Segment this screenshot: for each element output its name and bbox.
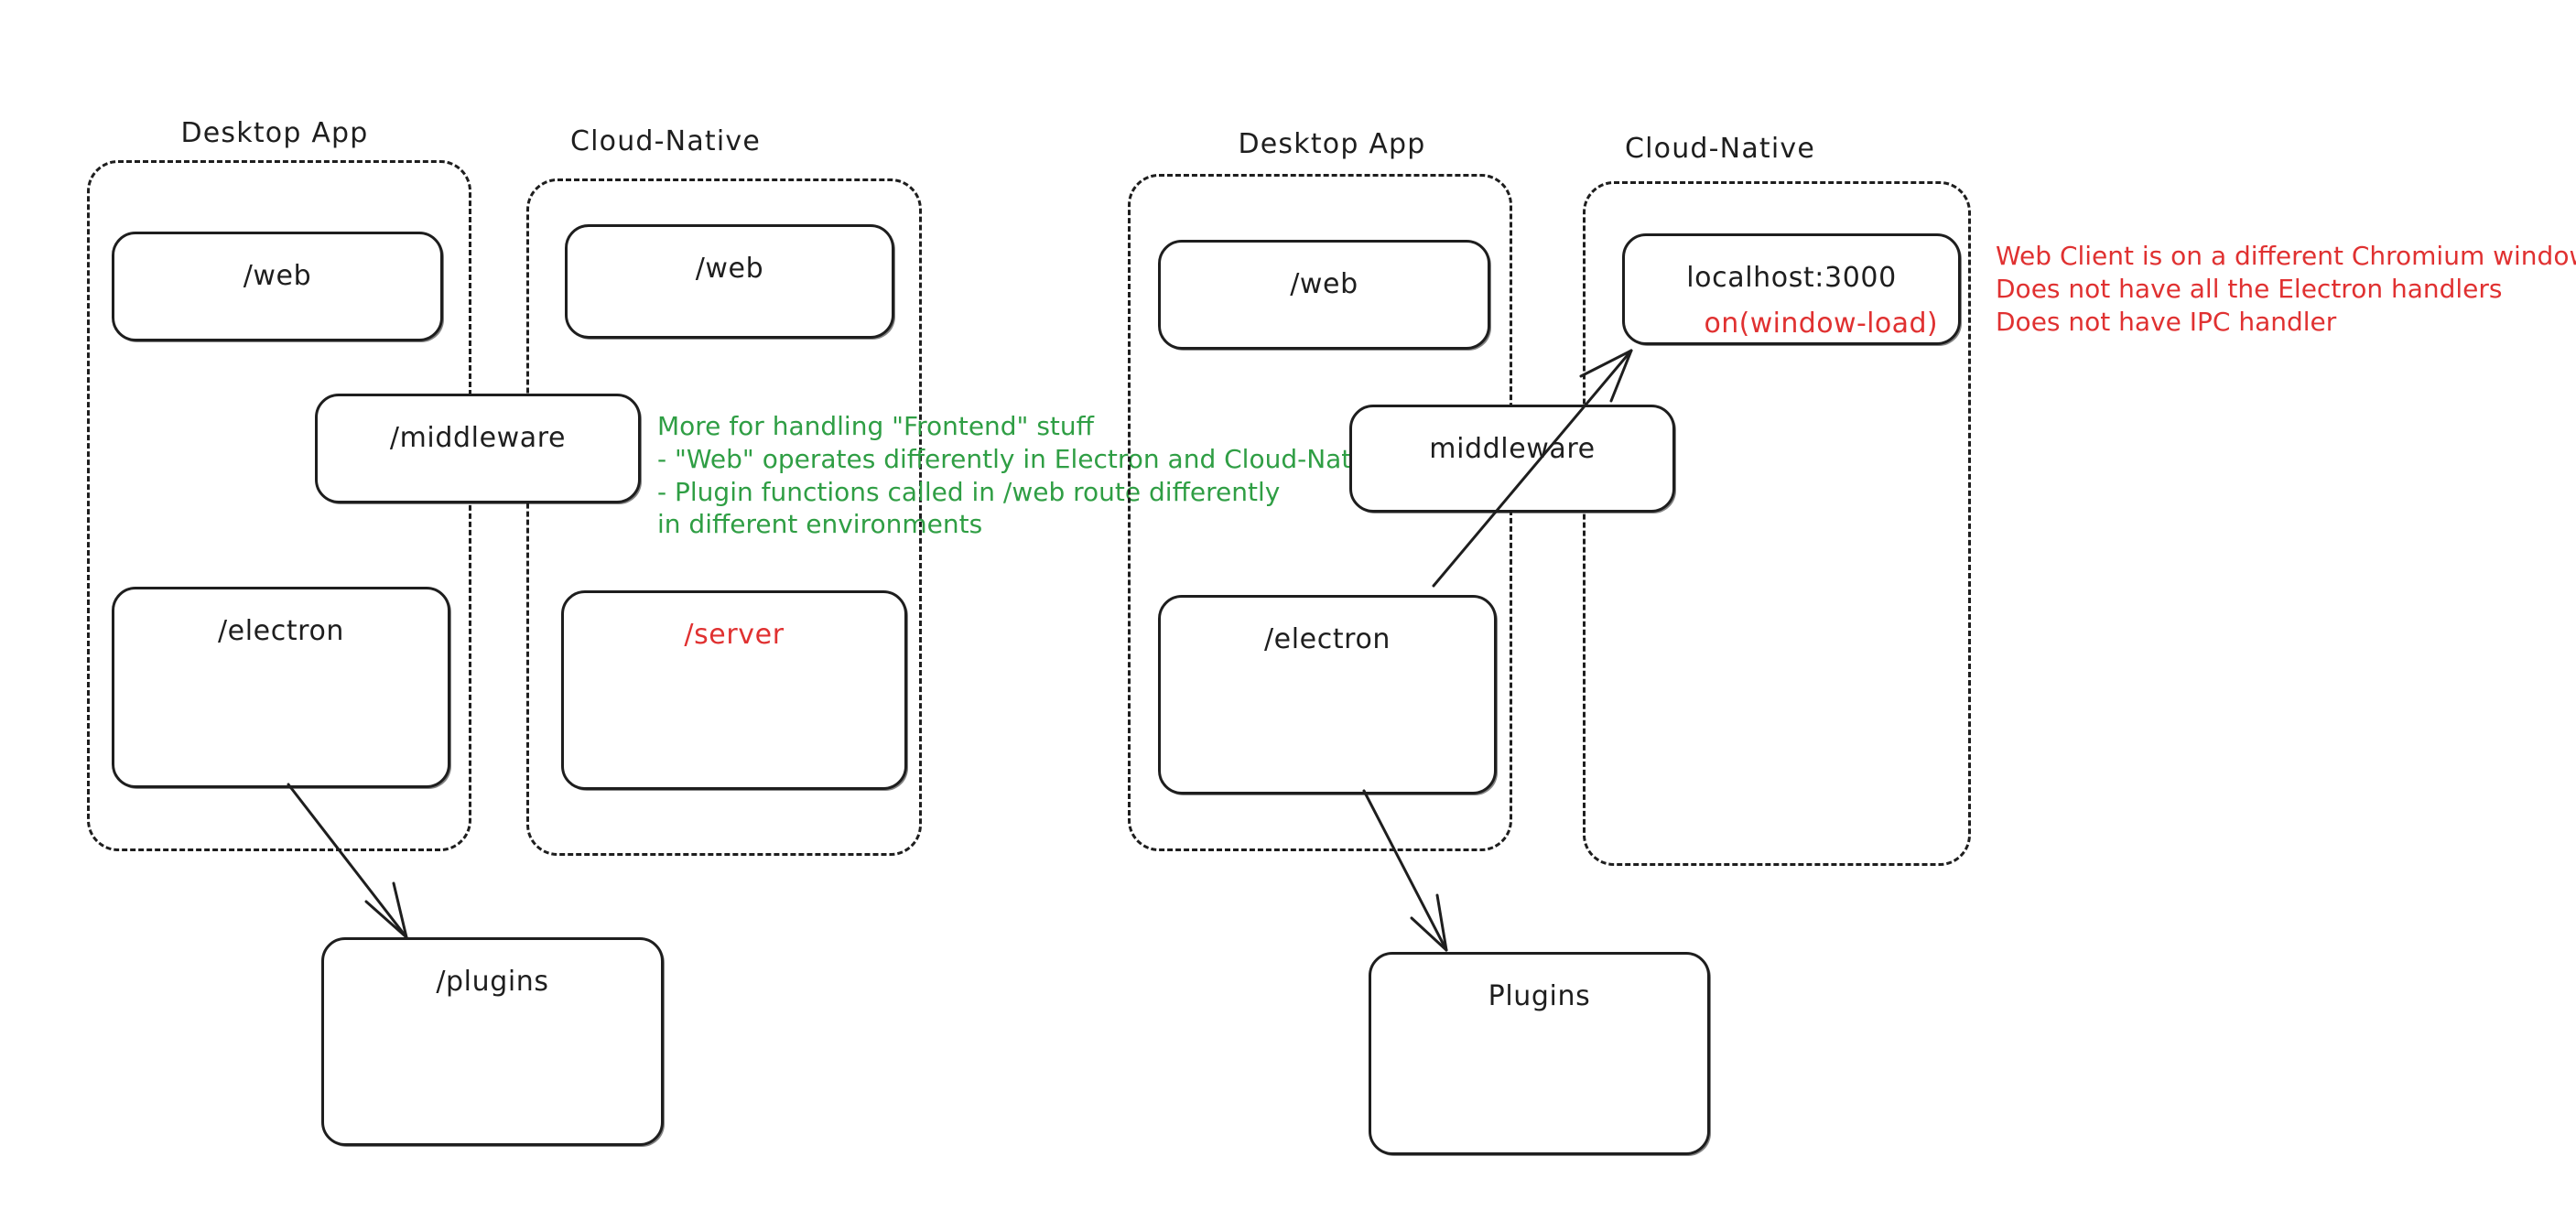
node-sublabel-on-window-load: on(window-load) <box>1704 308 1938 340</box>
node-label-middleware-right: middleware <box>1429 433 1596 465</box>
group-label-desktop-app-left: Desktop App <box>180 117 369 149</box>
node-middleware-right[interactable]: middleware <box>1349 405 1675 513</box>
node-label-electron-right: /electron <box>1263 623 1391 655</box>
node-electron-right[interactable]: /electron <box>1158 595 1497 794</box>
node-label-plugins-left: /plugins <box>436 966 549 998</box>
group-container-cloud-native-left <box>526 178 922 856</box>
node-label-web-desktop-right: /web <box>1290 268 1358 300</box>
node-electron-left[interactable]: /electron <box>112 587 450 788</box>
node-web-cloud-left[interactable]: /web <box>565 224 894 339</box>
node-plugins-left[interactable]: /plugins <box>321 937 664 1146</box>
node-label-middleware-left: /middleware <box>389 422 567 454</box>
node-web-desktop-left[interactable]: /web <box>112 232 443 341</box>
node-label-localhost-3000: localhost:3000 <box>1686 262 1897 294</box>
group-label-cloud-native-right: Cloud-Native <box>1624 133 1816 165</box>
node-server-left[interactable]: /server <box>561 590 907 790</box>
node-localhost-3000[interactable]: localhost:3000 on(window-load) <box>1622 233 1961 345</box>
group-label-desktop-app-right: Desktop App <box>1238 128 1426 160</box>
annotation-red-note: Web Client is on a different Chromium wi… <box>1996 241 2576 337</box>
node-label-server-left: /server <box>684 619 785 651</box>
node-plugins-right[interactable]: Plugins <box>1369 952 1710 1155</box>
node-middleware-left[interactable]: /middleware <box>315 394 641 503</box>
node-label-electron-left: /electron <box>217 615 345 647</box>
group-container-desktop-app-left <box>87 160 471 851</box>
group-label-cloud-native-left: Cloud-Native <box>569 125 762 157</box>
node-web-desktop-right[interactable]: /web <box>1158 240 1490 350</box>
node-label-web-desktop-left: /web <box>243 260 312 292</box>
node-label-web-cloud-left: /web <box>695 253 764 285</box>
node-label-plugins-right: Plugins <box>1488 980 1591 1012</box>
